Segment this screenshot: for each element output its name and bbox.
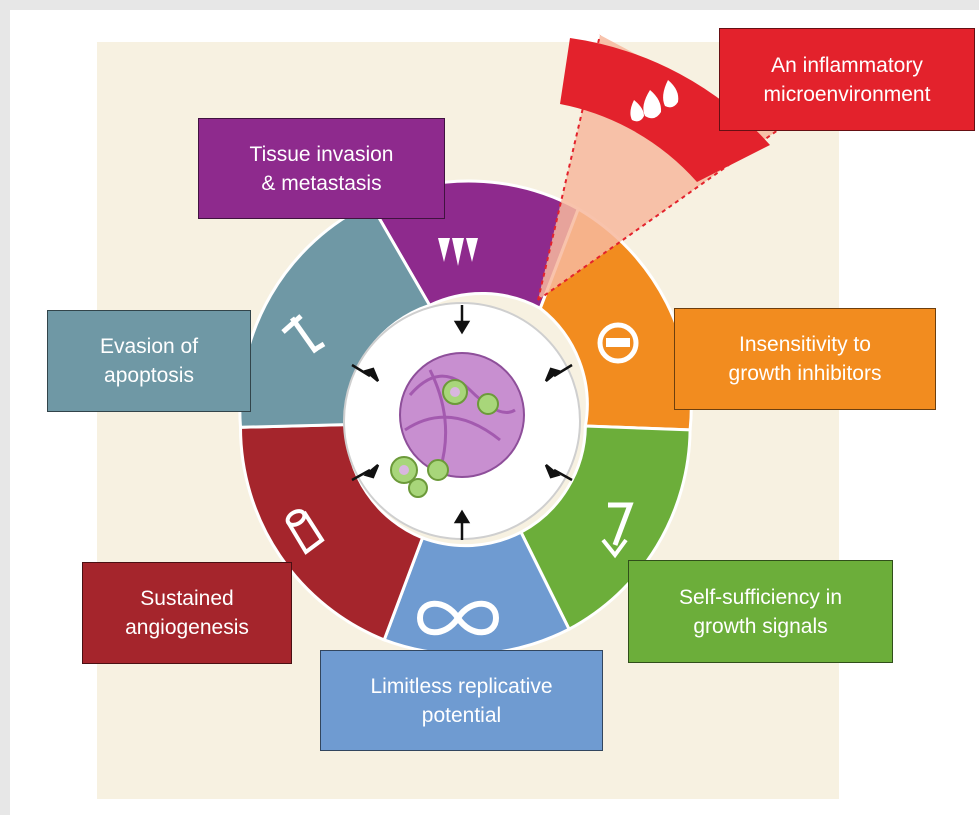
signal-arrow-icon: [601, 502, 634, 559]
no-entry-icon: [597, 322, 639, 364]
hallmark-label-invasion: Tissue invasion & metastasis: [249, 142, 394, 195]
vessel-icon: [285, 509, 325, 555]
droplets-icon: [630, 80, 679, 122]
hallmark-label-replicative: Limitless replicative potential: [370, 674, 553, 727]
hallmark-box-replicative: Limitless replicative potential: [320, 650, 603, 751]
hallmark-label-inflammatory: An inflammatory microenvironment: [763, 53, 931, 106]
ring-segment-angiogenesis: [238, 423, 425, 642]
tumor-cells-icon: [390, 352, 525, 498]
ring-segment-self-sufficiency: [519, 424, 692, 632]
invasion-spikes-icon: [438, 238, 478, 266]
hallmark-label-apoptosis: Evasion of apoptosis: [99, 335, 199, 387]
hallmark-box-angiogenesis: Sustained angiogenesis: [82, 562, 292, 664]
hallmark-box-apoptosis: Evasion of apoptosis: [47, 310, 251, 412]
hallmark-label-insensitivity: Insensitivity to growth inhibitors: [728, 333, 882, 385]
broken-sword-icon: [281, 314, 326, 354]
center-arrows: [351, 305, 573, 540]
hallmark-box-inflammatory: An inflammatory microenvironment: [719, 28, 975, 131]
hallmark-label-self-sufficiency: Self-sufficiency in growth signals: [678, 585, 843, 638]
hallmark-box-self-sufficiency: Self-sufficiency in growth signals: [628, 560, 893, 663]
ring-segment-inflammatory: [560, 38, 770, 182]
infinity-icon: [416, 600, 500, 636]
hallmark-box-invasion: Tissue invasion & metastasis: [198, 118, 445, 219]
hallmark-box-insensitivity: Insensitivity to growth inhibitors: [674, 308, 936, 410]
hallmark-label-angiogenesis: Sustained angiogenesis: [125, 587, 249, 639]
